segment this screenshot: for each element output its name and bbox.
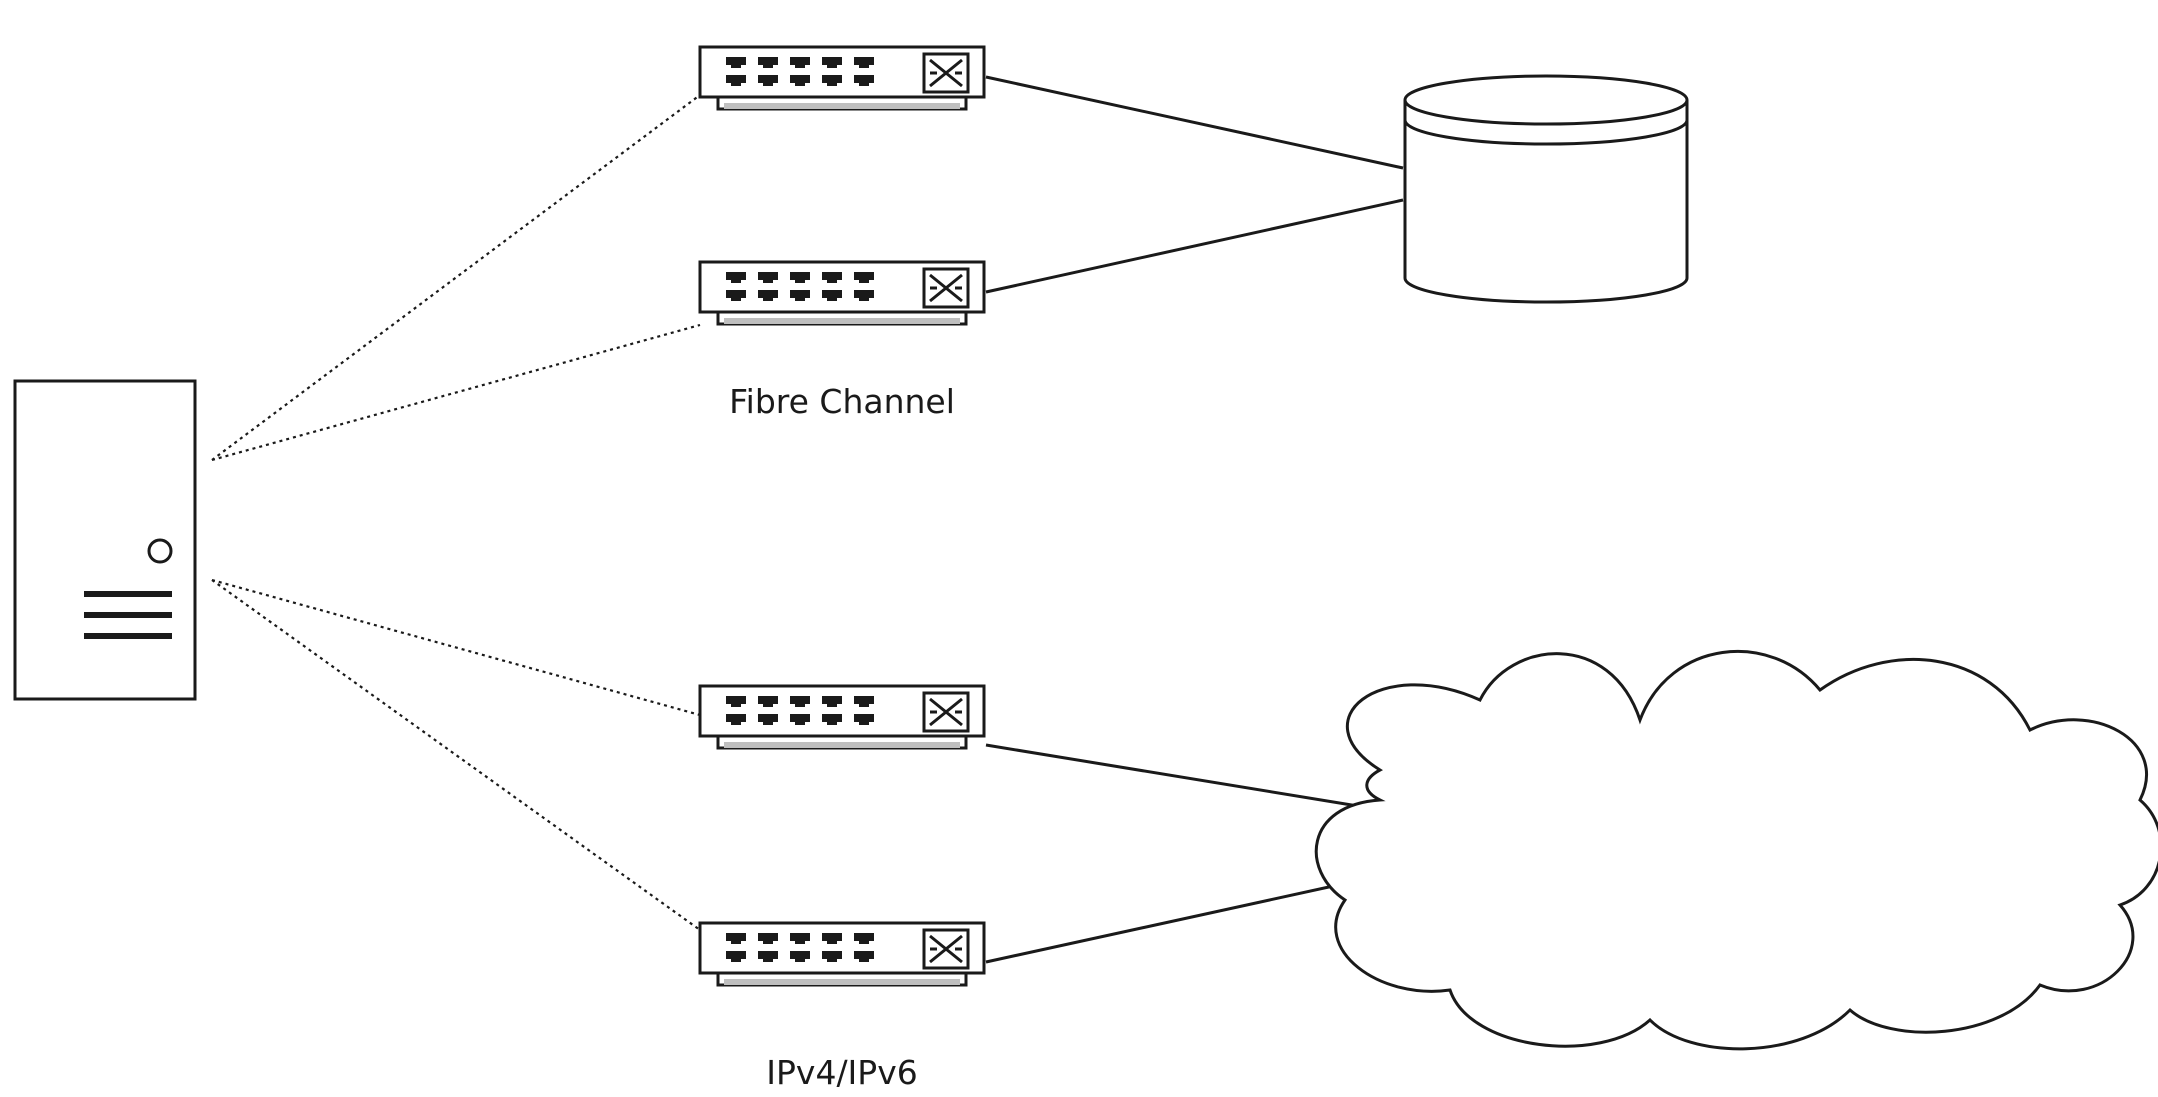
label-ipv4-ipv6: IPv4/IPv6 xyxy=(766,1053,917,1092)
network-switch-icon xyxy=(698,684,986,750)
network-switch-icon xyxy=(698,45,986,111)
link-server-fc-switch-2 xyxy=(211,323,701,462)
link-server-ip-switch-1 xyxy=(211,578,701,717)
label-fibre-channel: Fibre Channel xyxy=(729,382,955,421)
database-cylinder-icon xyxy=(1403,74,1689,304)
link-fc-switch-2-storage xyxy=(985,198,1404,294)
switches xyxy=(698,45,986,987)
link-ip-switch-1-cloud xyxy=(985,743,1371,810)
dotted-links xyxy=(211,94,701,931)
network-switch-icon xyxy=(698,921,986,987)
link-server-fc-switch-1 xyxy=(211,94,701,461)
link-fc-switch-1-storage xyxy=(985,75,1404,170)
cloud-icon xyxy=(1314,649,2158,1051)
link-server-ip-switch-2 xyxy=(211,579,701,931)
server-tower-icon xyxy=(13,379,197,701)
network-switch-icon xyxy=(698,260,986,326)
solid-links xyxy=(985,75,1404,964)
link-ip-switch-2-cloud xyxy=(985,883,1339,964)
